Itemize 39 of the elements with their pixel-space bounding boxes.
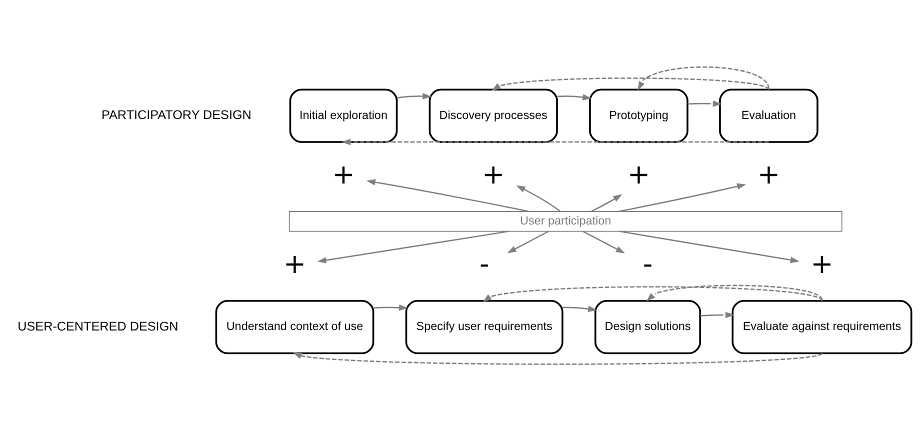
arrow — [366, 179, 529, 212]
arrow — [374, 304, 408, 311]
arrow — [618, 183, 746, 212]
arrow — [590, 194, 622, 212]
node-box: Initial exploration — [289, 88, 398, 143]
node-text: + — [283, 248, 306, 280]
arrow — [646, 284, 823, 302]
arrow — [317, 230, 509, 264]
arrow — [507, 230, 549, 254]
node-text: + — [627, 160, 650, 191]
arrow — [562, 306, 598, 312]
node-text: + — [332, 160, 355, 191]
arrow — [341, 138, 769, 146]
node-text: + — [482, 160, 505, 191]
node-box: Prototyping — [589, 88, 688, 143]
arrow — [557, 94, 592, 100]
arrow — [292, 352, 822, 365]
node-text: - — [479, 248, 490, 280]
node-text: + — [810, 248, 834, 280]
label: USER-CENTERED DESIGN — [18, 319, 178, 334]
node-text: - — [642, 248, 653, 280]
arrow — [396, 93, 432, 100]
node-box: Understand context of use — [215, 300, 374, 354]
node-box: User participation — [288, 211, 842, 232]
arrow — [620, 230, 800, 264]
node-text: + — [757, 160, 780, 191]
node-box: Specify user requirements — [405, 300, 564, 354]
node-box: Discovery processes — [428, 88, 558, 143]
node-box: Evaluation — [719, 88, 818, 143]
arrow — [638, 66, 770, 91]
node-box: Evaluate against requirements — [732, 300, 912, 354]
arrow — [516, 185, 561, 212]
arrow — [482, 286, 822, 302]
arrow — [582, 230, 625, 254]
node-box: Design solutions — [594, 300, 702, 354]
arrow — [700, 312, 734, 318]
arrow — [492, 78, 770, 91]
label: PARTICIPATORY DESIGN — [102, 108, 252, 122]
arrow — [688, 100, 722, 107]
